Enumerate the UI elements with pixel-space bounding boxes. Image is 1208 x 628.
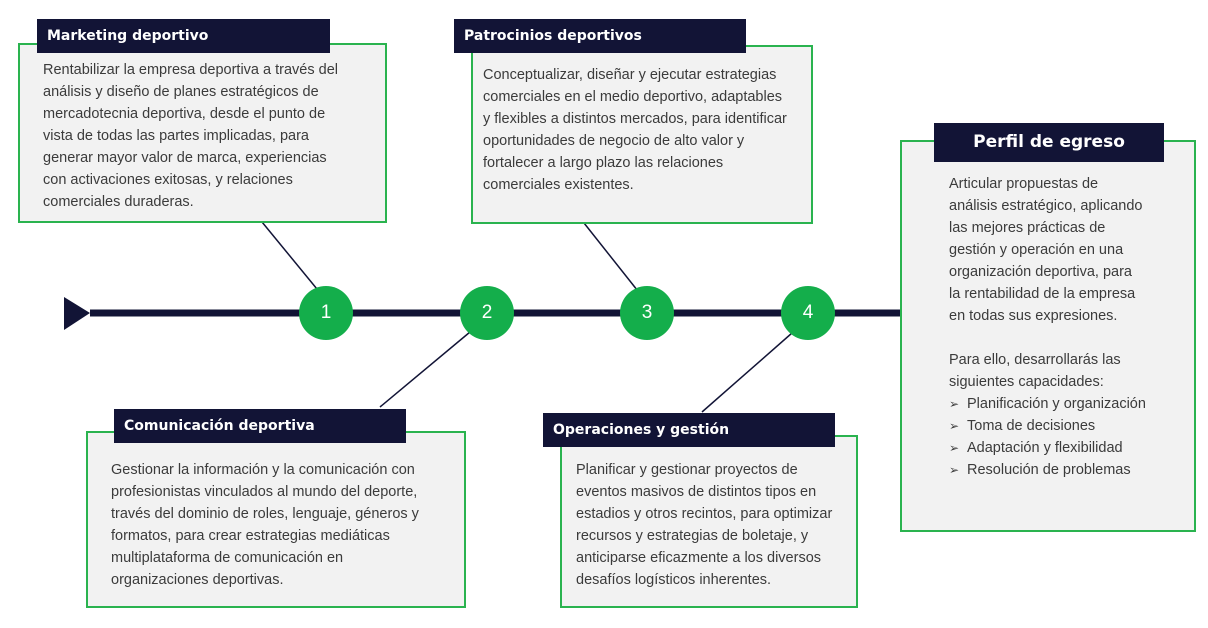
text-line: profesionistas vinculados al mundo del d… bbox=[111, 484, 418, 500]
list-item: ➢ Resolución de problemas bbox=[949, 459, 1189, 481]
text-line: eventos masivos de distintos tipos en bbox=[576, 484, 817, 500]
patrocinios-title: Patrocinios deportivos bbox=[454, 19, 746, 53]
skill-label: Toma de decisiones bbox=[967, 418, 1096, 434]
text-line: gestión y operación en una bbox=[949, 242, 1124, 258]
comunicacion-title: Comunicación deportiva bbox=[114, 409, 406, 443]
text-line: en todas sus expresiones. bbox=[949, 308, 1118, 324]
text-line: vista de todas las partes implicadas, pa… bbox=[43, 128, 309, 144]
marketing-description: Rentabilizar la empresa deportiva a trav… bbox=[43, 59, 383, 213]
text-line: Rentabilizar la empresa deportiva a trav… bbox=[43, 62, 338, 78]
text-line: formatos, para crear estrategias mediáti… bbox=[111, 528, 390, 544]
perfil-description: Articular propuestas de análisis estraté… bbox=[949, 173, 1189, 481]
text-line: con activaciones exitosas, y relaciones bbox=[43, 172, 293, 188]
operaciones-title: Operaciones y gestión bbox=[543, 413, 835, 447]
connector-2 bbox=[379, 331, 471, 408]
text-line: comerciales duraderas. bbox=[43, 194, 194, 210]
text-line: oportunidades de negocio de alto valor y bbox=[483, 133, 745, 149]
list-item: ➢ Toma de decisiones bbox=[949, 415, 1189, 437]
text-line: estadios y otros recintos, para optimiza… bbox=[576, 506, 833, 522]
text-line: y flexibles a distintos mercados, para i… bbox=[483, 111, 787, 127]
perfil-title: Perfil de egreso bbox=[934, 123, 1164, 162]
connector-3 bbox=[583, 222, 646, 301]
connector-4 bbox=[701, 332, 793, 413]
text-line: recursos y estrategias de boletaje, y bbox=[576, 528, 809, 544]
spine-tail-arrow bbox=[64, 297, 90, 330]
text-line: mercadotecnia deportiva, desde el punto … bbox=[43, 106, 326, 122]
text-line: multiplataforma de comunicación en bbox=[111, 550, 344, 566]
arrow-bullet-icon: ➢ bbox=[949, 397, 960, 411]
node-1: 1 bbox=[299, 286, 353, 340]
skills-list: ➢ Planificación y organización ➢ Toma de d… bbox=[949, 393, 1189, 481]
text-line: anticiparse eficazmente a los diversos bbox=[576, 550, 822, 566]
node-4: 4 bbox=[781, 286, 835, 340]
text-line: análisis y diseño de planes estratégicos… bbox=[43, 84, 319, 100]
node-2: 2 bbox=[460, 286, 514, 340]
text-line: desafíos logísticos inherentes. bbox=[576, 572, 772, 588]
list-item: ➢ Adaptación y flexibilidad bbox=[949, 437, 1189, 459]
text-line: Conceptualizar, diseñar y ejecutar estra… bbox=[483, 67, 777, 83]
text-line: generar mayor valor de marca, experienci… bbox=[43, 150, 327, 166]
arrow-bullet-icon: ➢ bbox=[949, 463, 960, 477]
text-line: análisis estratégico, aplicando bbox=[949, 198, 1143, 214]
comunicacion-description: Gestionar la información y la comunicaci… bbox=[111, 459, 461, 591]
text-line: Articular propuestas de bbox=[949, 176, 1099, 192]
marketing-title: Marketing deportivo bbox=[37, 19, 330, 53]
text-line: la rentabilidad de la empresa bbox=[949, 286, 1136, 302]
perfil-card bbox=[900, 140, 1196, 532]
operaciones-description: Planificar y gestionar proyectos de even… bbox=[576, 459, 854, 591]
patrocinios-description: Conceptualizar, diseñar y ejecutar estra… bbox=[483, 64, 809, 196]
text-line: organizaciones deportivas. bbox=[111, 572, 284, 588]
text-line: comerciales en el medio deportivo, adapt… bbox=[483, 89, 783, 105]
text-line: Gestionar la información y la comunicaci… bbox=[111, 462, 415, 478]
text-line: siguientes capacidades: bbox=[949, 374, 1104, 390]
skill-label: Planificación y organización bbox=[967, 396, 1146, 412]
text-line: Para ello, desarrollarás las bbox=[949, 352, 1121, 368]
list-item: ➢ Planificación y organización bbox=[949, 393, 1189, 415]
text-line: comerciales existentes. bbox=[483, 177, 634, 193]
text-line: las mejores prácticas de bbox=[949, 220, 1106, 236]
text-line: través del dominio de roles, lenguaje, g… bbox=[111, 506, 419, 522]
arrow-bullet-icon: ➢ bbox=[949, 441, 960, 455]
text-line: organización deportiva, para bbox=[949, 264, 1132, 280]
patrocinios-card bbox=[471, 45, 813, 224]
skill-label: Resolución de problemas bbox=[967, 462, 1131, 478]
node-3: 3 bbox=[620, 286, 674, 340]
comunicacion-card bbox=[86, 431, 466, 608]
arrow-bullet-icon: ➢ bbox=[949, 419, 960, 433]
skill-label: Adaptación y flexibilidad bbox=[967, 440, 1123, 456]
text-line: Planificar y gestionar proyectos de bbox=[576, 462, 798, 478]
text-line: fortalecer a largo plazo las relaciones bbox=[483, 155, 724, 171]
